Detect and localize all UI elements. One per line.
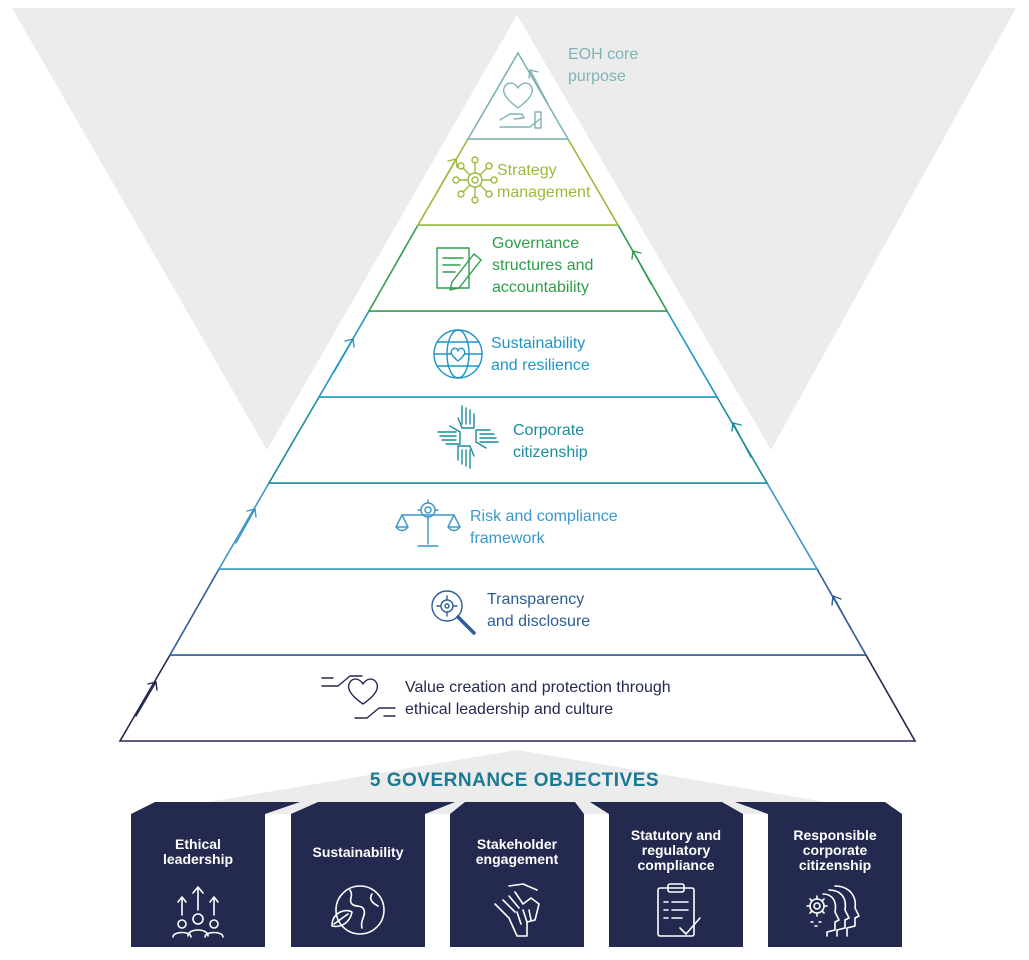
background-inverted-triangle: [12, 8, 1016, 450]
magnifier-gear-icon: [431, 590, 476, 635]
clipboard-check-icon: [657, 883, 701, 937]
globe-heart-icon: [433, 329, 483, 379]
hands-together-icon: [494, 883, 540, 937]
arrow-icon: [235, 508, 257, 544]
heart-hands-icon: [321, 675, 396, 719]
arrow-icon: [436, 158, 458, 193]
arrow-icon: [135, 681, 158, 717]
heads-gear-icon: [806, 885, 860, 937]
arrow-icon: [631, 250, 652, 285]
column-cap: [590, 802, 743, 814]
scales-gear-icon: [395, 499, 461, 547]
objectives-heading: 5 GOVERNANCE OBJECTIVES: [369, 770, 660, 791]
globe-leaf-icon: [331, 885, 385, 935]
objective-box-sustainability: Sustainability: [291, 814, 425, 947]
column-cap: [131, 802, 300, 814]
purpose-label: EOH core purpose: [568, 46, 639, 85]
column-cap: [291, 802, 455, 814]
arrow-icon: [528, 69, 549, 105]
objectives-base: [137, 750, 897, 814]
document-pen-icon: [436, 247, 482, 291]
arrow-icon: [831, 595, 852, 630]
heart-hand-icon: [499, 82, 542, 129]
people-growth-icon: [172, 886, 224, 938]
network-hub-icon: [452, 156, 498, 204]
four-hands-icon: [437, 405, 499, 469]
column-cap: [450, 802, 584, 814]
arrow-icon: [333, 338, 355, 373]
column-cap: [735, 802, 902, 814]
arrow-icon: [731, 422, 752, 458]
